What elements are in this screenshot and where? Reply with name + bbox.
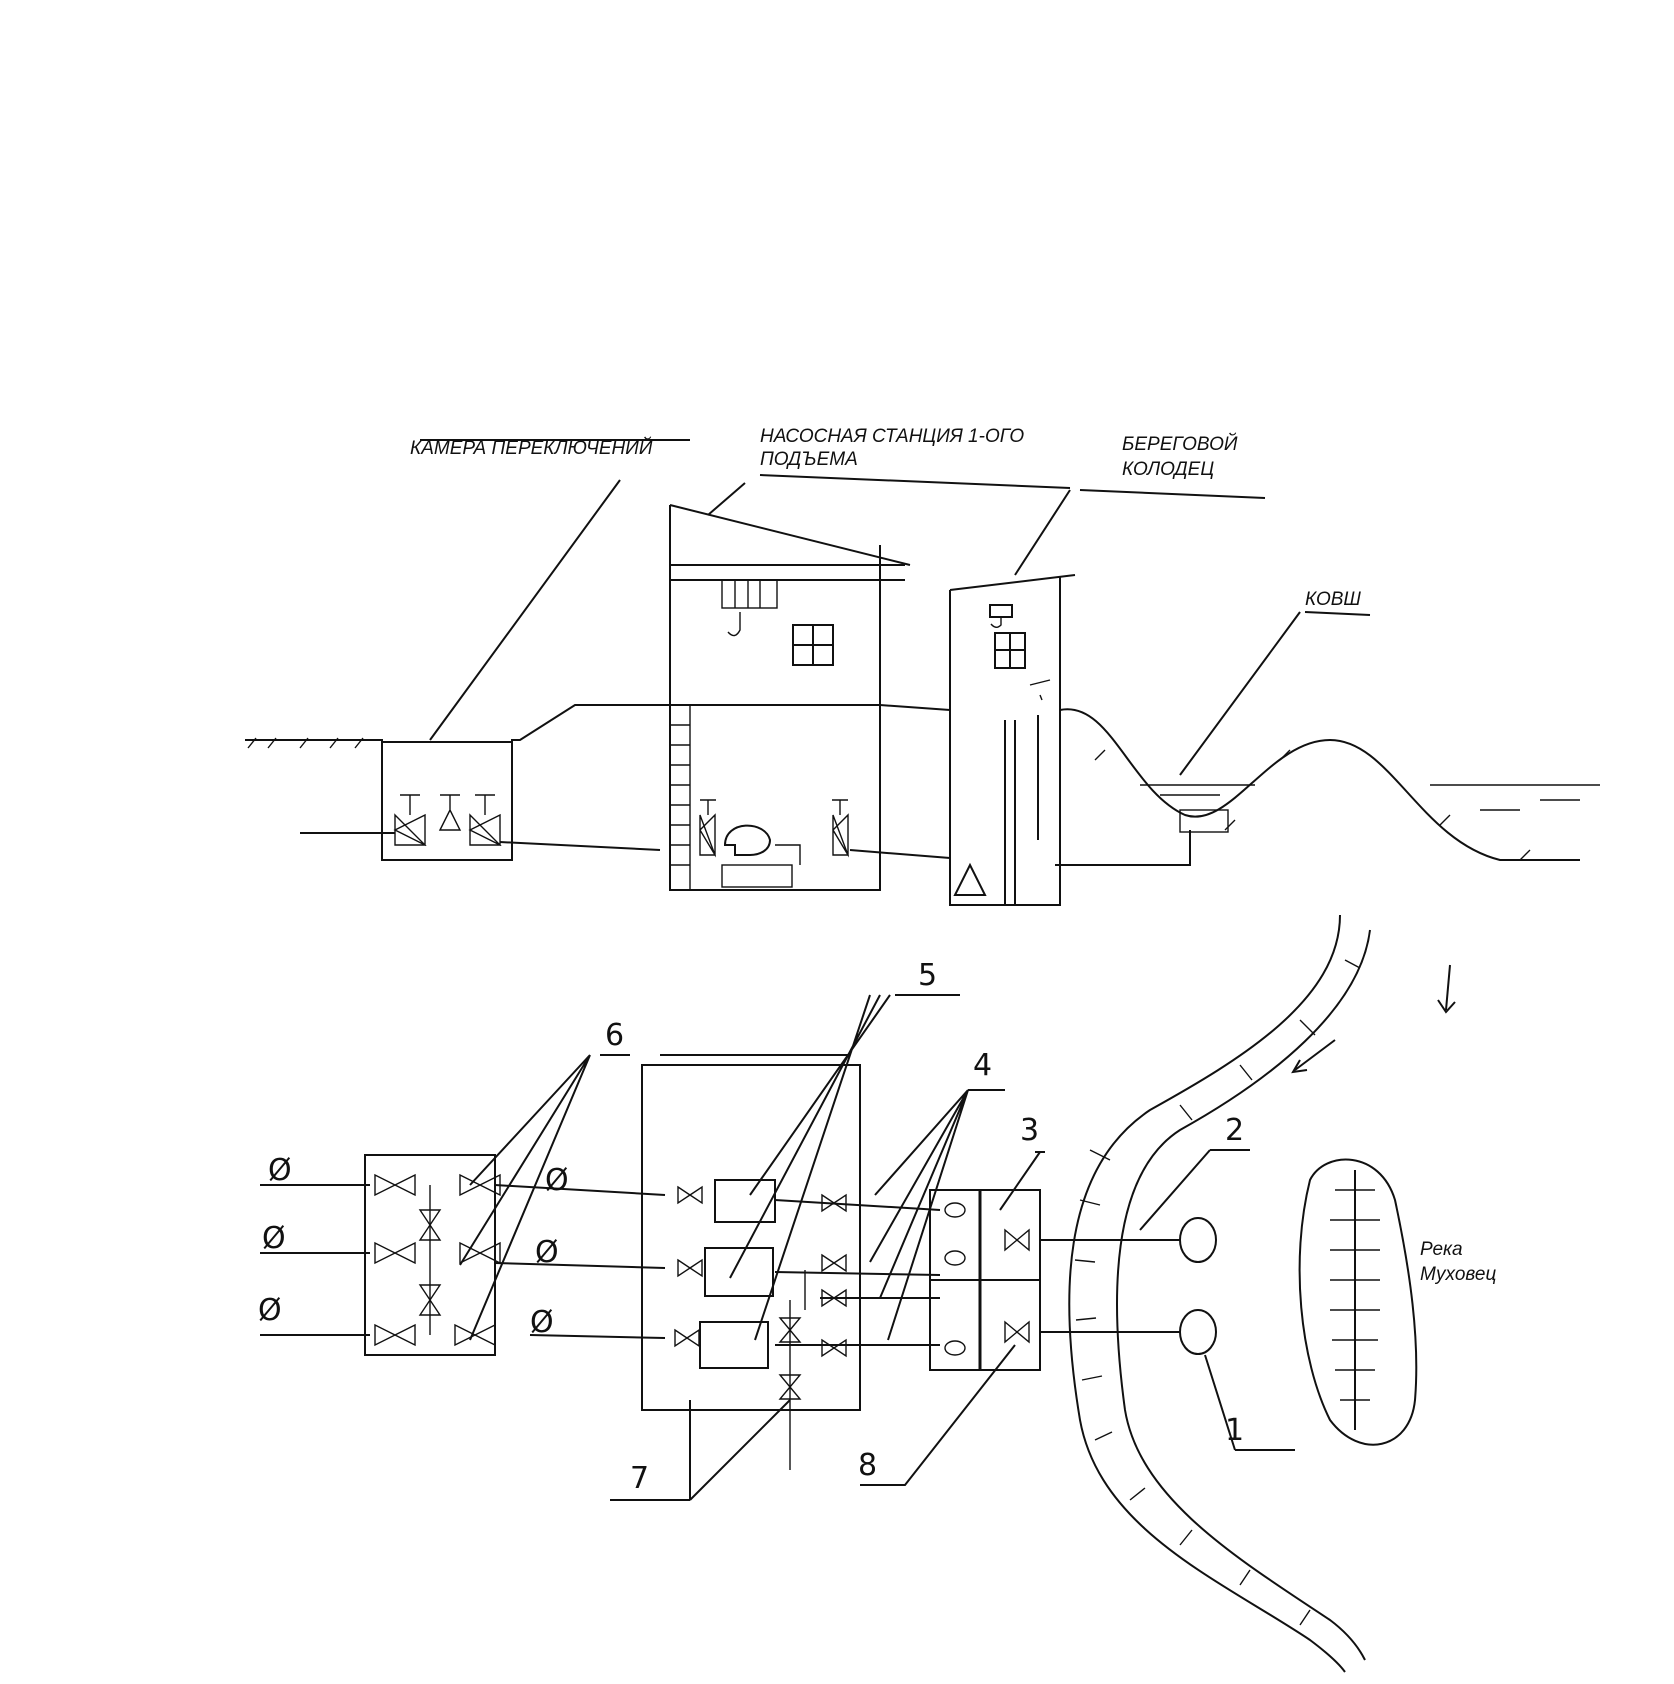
- pipe-diameter-symbol: Ø: [530, 1305, 554, 1340]
- label-river-line2: Муховец: [1420, 1264, 1496, 1285]
- label-bucket: КОВШ: [1305, 589, 1361, 610]
- callout-5: 5: [918, 958, 937, 993]
- flow-arrow-icon: [1291, 1039, 1336, 1074]
- callout-3: 3: [1020, 1113, 1039, 1148]
- pipe-diameter-symbol: Ø: [535, 1235, 559, 1270]
- label-river-line1: Река: [1420, 1239, 1463, 1260]
- plan-view: [260, 914, 1456, 1673]
- flow-arrow-icon: [1437, 964, 1456, 1014]
- callout-2: 2: [1225, 1113, 1244, 1148]
- callout-6: 6: [605, 1018, 624, 1053]
- label-pump-station-line1: НАСОСНАЯ СТАНЦИЯ 1-ОГО: [760, 426, 1024, 447]
- label-shore-well-line2: КОЛОДЕЦ: [1122, 459, 1214, 480]
- river-bank-outer: [1068, 914, 1346, 1673]
- pipe-diameter-symbol: Ø: [262, 1221, 286, 1256]
- switch-chamber-box: [381, 741, 513, 861]
- river-island: [1298, 1158, 1418, 1446]
- plan-chamber-valves: [374, 1173, 501, 1347]
- plan-pump-station: [641, 1064, 861, 1411]
- river-bank-inner: [1116, 929, 1371, 1661]
- section-view: [245, 439, 1600, 906]
- pump-station-building: [660, 504, 951, 891]
- label-shore-well-line1: БЕРЕГОВОЙ: [1122, 433, 1238, 455]
- plan-pumps: [674, 1179, 847, 1470]
- chamber-valves: [393, 794, 502, 847]
- pipe-diameter-symbol: Ø: [268, 1153, 292, 1188]
- callout-4: 4: [973, 1048, 992, 1083]
- pipe-diameter-symbol: Ø: [258, 1293, 282, 1328]
- callout-8: 8: [858, 1448, 877, 1483]
- callout-1: 1: [1225, 1413, 1244, 1448]
- callout-7: 7: [630, 1461, 649, 1496]
- pipe-diameter-symbol: Ø: [545, 1163, 569, 1198]
- plan-switch-chamber: [364, 1154, 496, 1356]
- label-pump-station-line2: ПОДЪЕМА: [760, 449, 858, 470]
- shore-well-building: [949, 574, 1600, 906]
- label-switch-chamber: КАМЕРА ПЕРЕКЛЮЧЕНИЙ: [410, 437, 653, 459]
